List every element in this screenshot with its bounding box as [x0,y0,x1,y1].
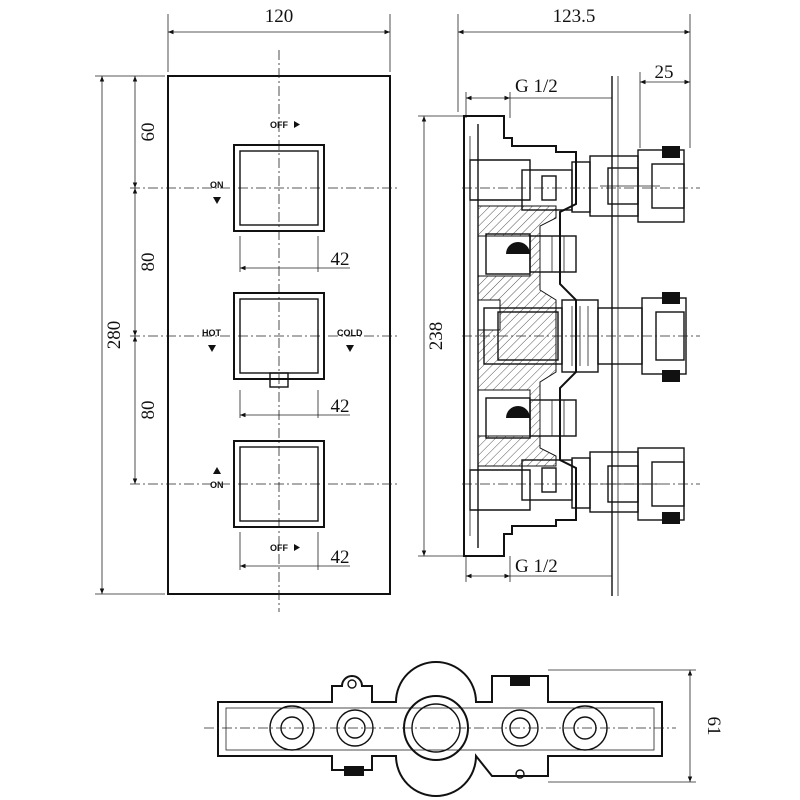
knob-lower [233,440,325,528]
bottom-lug-top [347,679,357,689]
bottom-body-outline [217,661,663,797]
off-top-label: OFF [270,120,288,130]
off-bottom-label: OFF [270,543,288,553]
knob-middle [233,292,325,388]
front-chain-dimensions: 60 80 80 [132,76,159,484]
front-view: 120 280 60 80 80 [95,6,400,612]
side-thread-top: G 1/2 [465,76,612,118]
bottom-clip-top [510,676,530,686]
side-height-label: 238 [426,322,447,351]
bottom-view: 61 [204,661,724,797]
side-projection-label: 25 [655,62,674,83]
plate-markings: OFF ON HOT COLD ON OFF [202,120,363,553]
knob-width-dimensions: 42 42 42 [239,236,350,570]
off-bottom-arrow-icon [294,544,300,551]
front-width-label: 120 [265,6,294,27]
on-bottom-label: ON [210,480,224,490]
side-depth-dimension: 123.5 [457,6,691,148]
bottom-lug-bottom [515,769,525,779]
bottom-height-dimension: 61 [548,669,724,783]
knob-upper [233,144,325,232]
on-top-arrow-icon [213,197,221,204]
check-valve-lower [485,397,577,439]
cartridge-lower [521,447,685,524]
cold-arrow-icon [346,345,354,352]
front-spacing-upper-label: 80 [138,253,159,272]
check-valve-upper [485,233,577,275]
on-top-label: ON [210,180,224,190]
front-height-label: 280 [104,321,125,350]
knob-middle-width-label: 42 [331,396,350,417]
knob-lower-width-label: 42 [331,547,350,568]
side-thread-top-label: G 1/2 [515,76,558,97]
front-spacing-lower-label: 80 [138,401,159,420]
front-height-dimension: 280 [95,75,165,595]
bottom-height-label: 61 [703,717,724,736]
bottom-clip-bottom [344,766,364,776]
side-depth-label: 123.5 [553,6,596,27]
side-thread-bottom-label: G 1/2 [515,556,558,577]
side-projection-dimension: 25 [639,62,690,148]
knob-upper-width-label: 42 [331,249,350,270]
side-height-dimension: 238 [418,115,464,557]
side-thread-bottom: G 1/2 [465,556,612,582]
front-top-gap-label: 60 [138,123,159,142]
side-view: 123.5 25 G 1/2 G 1/2 [418,6,700,596]
hot-arrow-icon [208,345,216,352]
front-width-dimension: 120 [167,6,391,72]
hot-label: HOT [202,328,222,338]
on-bottom-arrow-icon [213,467,221,474]
cartridge-upper [521,146,685,223]
cold-label: COLD [337,328,363,338]
off-top-arrow-icon [294,121,300,128]
